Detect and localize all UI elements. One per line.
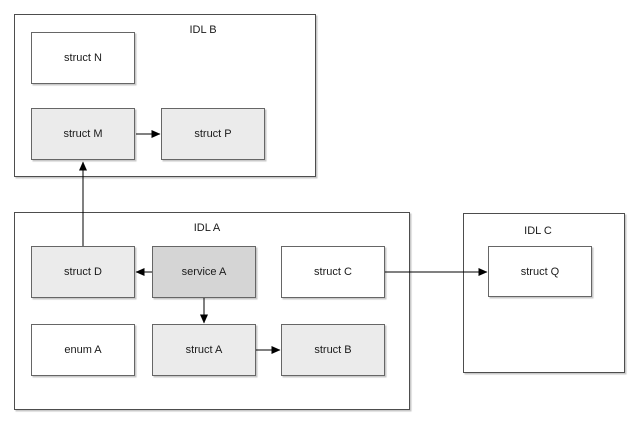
- node-struct-d: struct D: [31, 246, 135, 298]
- node-struct-d-label: struct D: [64, 266, 102, 278]
- container-idl-c-label: IDL C: [524, 225, 552, 237]
- node-struct-m: struct M: [31, 108, 135, 160]
- node-service-a: service A: [152, 246, 256, 298]
- node-struct-b-label: struct B: [314, 344, 352, 356]
- node-struct-c-label: struct C: [314, 266, 352, 278]
- node-struct-q: struct Q: [488, 246, 592, 297]
- node-struct-p-label: struct P: [194, 128, 232, 140]
- node-struct-q-label: struct Q: [520, 265, 560, 278]
- node-struct-a: struct A: [152, 324, 256, 376]
- node-enum-a: enum A: [31, 324, 135, 376]
- container-idl-a: IDL A: [14, 212, 410, 410]
- node-enum-a-label: enum A: [64, 344, 102, 356]
- node-service-a-label: service A: [181, 266, 227, 278]
- node-struct-p: struct P: [161, 108, 265, 160]
- node-struct-b: struct B: [281, 324, 385, 376]
- node-struct-m-label: struct M: [63, 128, 103, 140]
- node-struct-c: struct C: [281, 246, 385, 298]
- node-struct-n: struct N: [31, 32, 135, 84]
- container-idl-b-label: IDL B: [189, 24, 217, 36]
- node-struct-a-label: struct A: [185, 344, 223, 356]
- container-idl-a-label: IDL A: [193, 222, 221, 234]
- node-struct-n-label: struct N: [64, 52, 102, 64]
